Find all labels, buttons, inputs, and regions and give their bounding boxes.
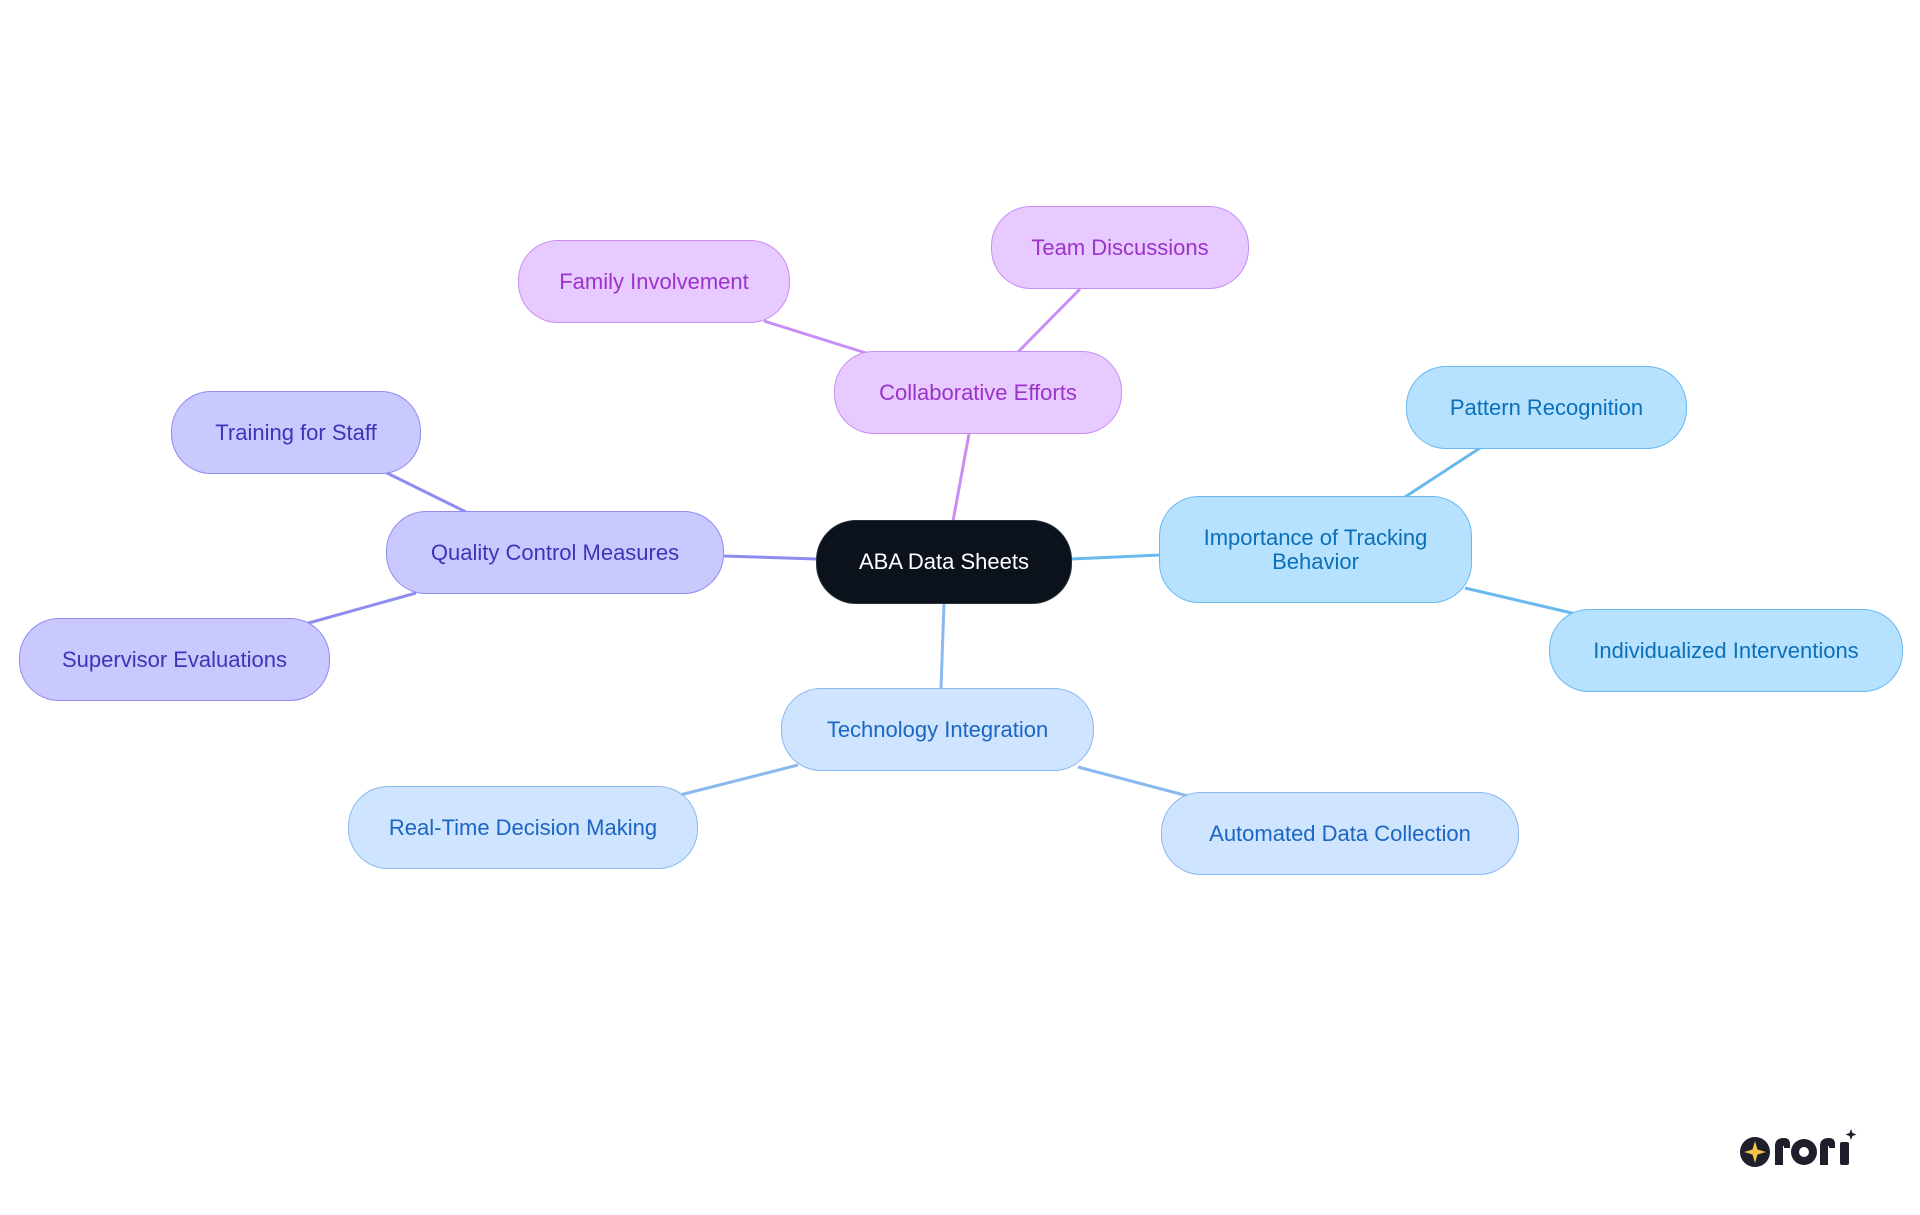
edge-root-tech <box>939 602 946 690</box>
node-real-time-decision-making[interactable]: Real-Time Decision Making <box>348 786 698 869</box>
node-individualized-interventions[interactable]: Individualized Interventions <box>1549 609 1903 692</box>
node-automated-data-collection[interactable]: Automated Data Collection <box>1161 792 1519 875</box>
node-quality-control-measures[interactable]: Quality Control Measures <box>386 511 724 594</box>
brand-logo <box>1740 1129 1857 1167</box>
node-technology-integration[interactable]: Technology Integration <box>781 688 1094 771</box>
node-importance-of-tracking-behavior[interactable]: Importance of Tracking Behavior <box>1159 496 1472 603</box>
edge-tech-realtime <box>679 763 799 797</box>
node-pattern-recognition[interactable]: Pattern Recognition <box>1406 366 1687 449</box>
edge-root-importance <box>1070 553 1161 561</box>
node-team-discussions[interactable]: Team Discussions <box>991 206 1249 289</box>
edge-collab-family <box>763 319 867 355</box>
node-training-for-staff[interactable]: Training for Staff <box>171 391 421 474</box>
edge-tech-auto <box>1077 765 1189 798</box>
edge-collab-team <box>1016 287 1082 354</box>
edge-importance-indiv <box>1464 586 1577 616</box>
edge-root-quality <box>723 554 818 561</box>
node-family-involvement[interactable]: Family Involvement <box>518 240 790 323</box>
node-collaborative-efforts[interactable]: Collaborative Efforts <box>834 351 1122 434</box>
node-supervisor-evaluations[interactable]: Supervisor Evaluations <box>19 618 330 701</box>
node-root[interactable]: ABA Data Sheets <box>816 520 1072 604</box>
edge-root-collab <box>951 433 971 522</box>
edge-quality-supervisor <box>304 591 417 626</box>
edge-quality-training <box>384 470 467 514</box>
edge-importance-pattern <box>1404 446 1481 499</box>
